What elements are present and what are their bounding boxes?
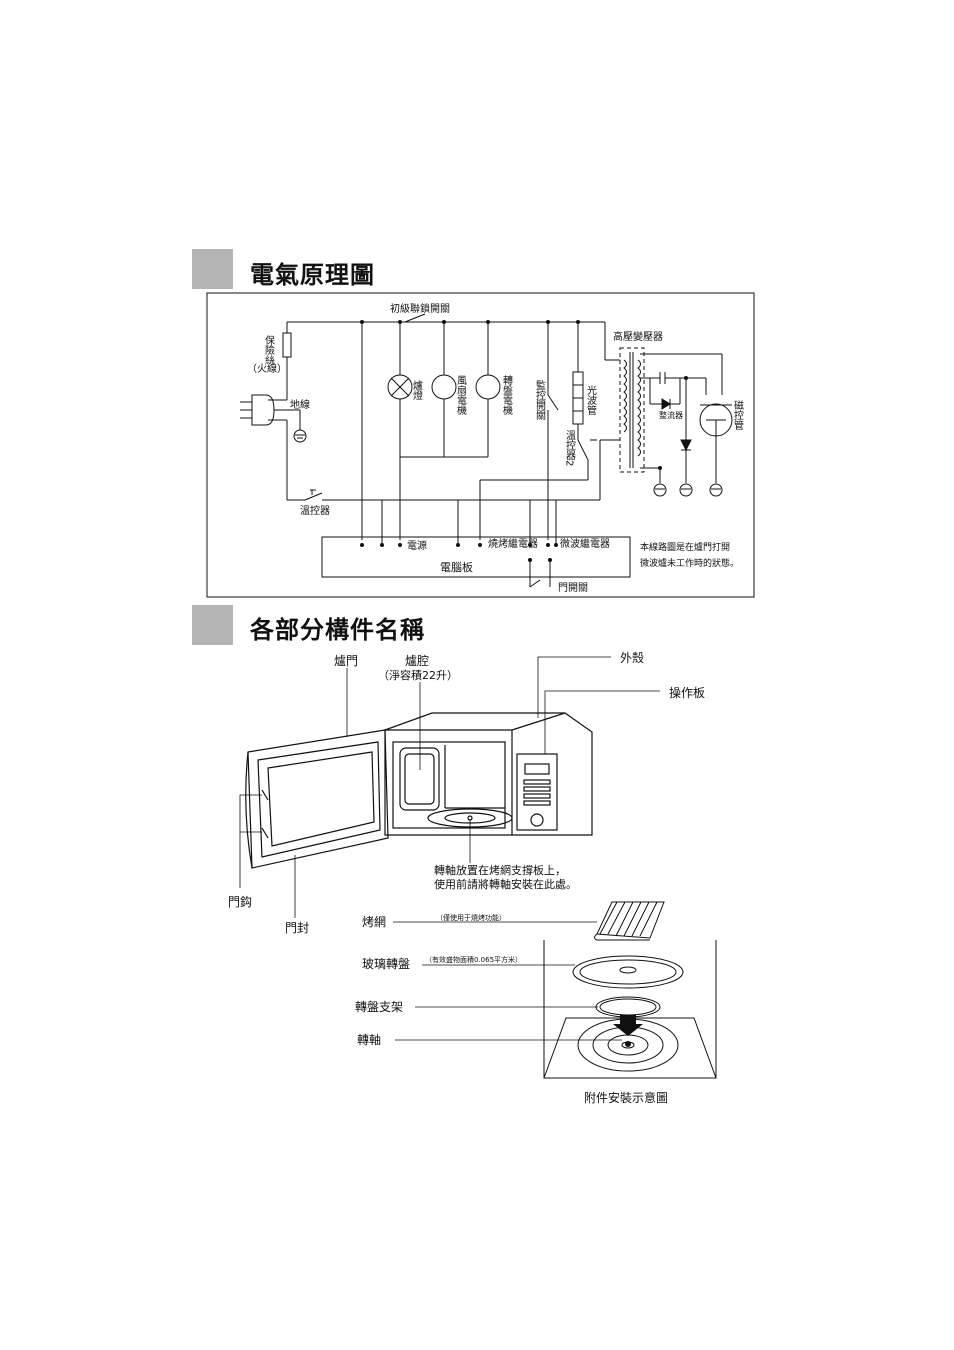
- control-panel-label: 操作板: [669, 685, 705, 700]
- shaft-note-line1: 轉軸放置在烤網支撐板上，: [434, 863, 566, 877]
- glass-tray-label: 玻璃轉盤: [362, 957, 410, 971]
- cavity-window: [400, 748, 439, 810]
- glass-tray-drawing: [573, 956, 683, 988]
- oven-door-label: 爐門: [334, 653, 358, 668]
- shaft-label: 轉軸: [357, 1033, 381, 1047]
- grill-rack-label: 烤網: [362, 914, 386, 929]
- door-seal-label: 門封: [285, 921, 309, 935]
- oven-body: [385, 713, 592, 835]
- accessory-caption: 附件安裝示意圖: [584, 1090, 668, 1105]
- control-panel-drawing: [517, 754, 557, 830]
- grill-rack-note: （僅使用于燒烤功能）: [436, 913, 506, 922]
- door-hook-label: 門鈎: [228, 895, 252, 909]
- oven-cavity-label: 爐腔: [405, 653, 429, 668]
- tray-support-drawing: [596, 997, 660, 1017]
- shaft-note-line2: 使用前請將轉軸安裝在此處。: [434, 877, 577, 891]
- outer-case-label: 外殼: [620, 651, 644, 665]
- tray-support-label: 轉盤支架: [355, 1000, 403, 1014]
- cavity-volume-label: （淨容積22升）: [378, 668, 458, 682]
- glass-tray-note: （有效盛物面積0.065平方米）: [425, 955, 522, 964]
- accessory-box: [544, 940, 716, 1078]
